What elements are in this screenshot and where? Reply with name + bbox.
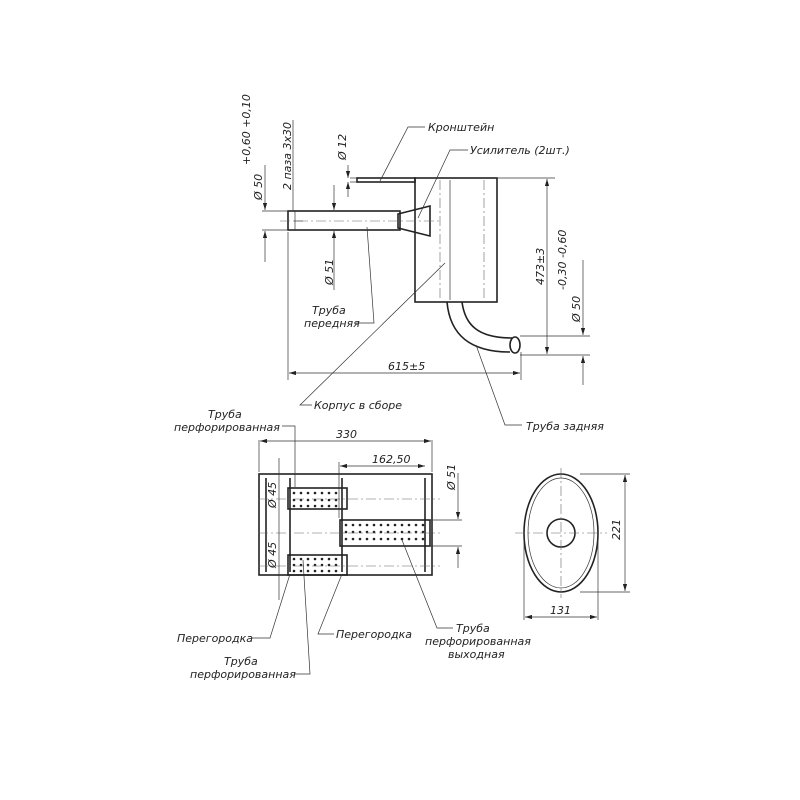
perf-pipe-top	[287, 487, 348, 510]
label-partition-left: Перегородка	[177, 632, 253, 645]
label-perf-top-1: Труба	[208, 408, 242, 421]
dim-length-total: 615±5	[388, 360, 425, 373]
label-partition-right: Перегородка	[336, 628, 412, 641]
label-perf-outlet-1: Труба	[456, 622, 490, 635]
dim-inner-length: 162,50	[372, 453, 411, 466]
dim-oval-height: 221	[610, 519, 623, 540]
side-view: 615±5 473±3 Ø 50 -0,30 -0,60 Ø 50 +0,60 …	[240, 94, 604, 433]
rear-pipe	[446, 301, 513, 353]
label-body-assembly: Корпус в сборе	[314, 399, 402, 412]
section-view: 330 162,50 Ø 51 Ø 45 Ø 45 Труба перфорир…	[174, 408, 531, 681]
label-perf-outlet-3: выходная	[448, 648, 505, 661]
label-perf-bottom-2: перфорированная	[190, 668, 296, 681]
body-shell	[414, 177, 498, 303]
dim-perf-top: Ø 45	[266, 482, 279, 509]
dim-front-pipe-dia: Ø 51	[323, 259, 336, 286]
label-bracket: Кронштейн	[428, 121, 494, 134]
label-front-pipe-1: Труба	[312, 304, 346, 317]
perf-pipe-bottom	[287, 554, 348, 576]
dim-bracket-dia: Ø 12	[336, 134, 349, 161]
dim-section-dia: Ø 51	[445, 464, 458, 491]
label-rear-pipe: Труба задняя	[526, 420, 604, 433]
dim-outlet-tol: -0,30 -0,60	[556, 230, 569, 290]
dim-perf-bottom: Ø 45	[266, 542, 279, 569]
dim-inlet-dia: Ø 50	[252, 174, 265, 201]
dim-outlet-dia: Ø 50	[570, 296, 583, 323]
reinforcement-cone	[397, 204, 431, 238]
dim-oval-width: 131	[550, 604, 571, 617]
label-perf-top-2: перфорированная	[174, 421, 280, 434]
dim-body-length: 330	[336, 428, 357, 441]
bracket	[356, 177, 416, 183]
dim-height: 473±3	[534, 248, 547, 285]
end-view: 221 131	[515, 468, 630, 620]
label-perf-bottom-1: Труба	[224, 655, 258, 668]
dim-slots: 2 паза 3x30	[281, 122, 294, 190]
dim-inlet-tol: +0,60 +0,10	[240, 94, 253, 165]
label-reinforcement: Усилитель (2шт.)	[470, 144, 570, 157]
label-perf-outlet-2: перфорированная	[425, 635, 531, 648]
label-front-pipe-2: передняя	[304, 317, 360, 330]
front-pipe	[287, 210, 401, 231]
